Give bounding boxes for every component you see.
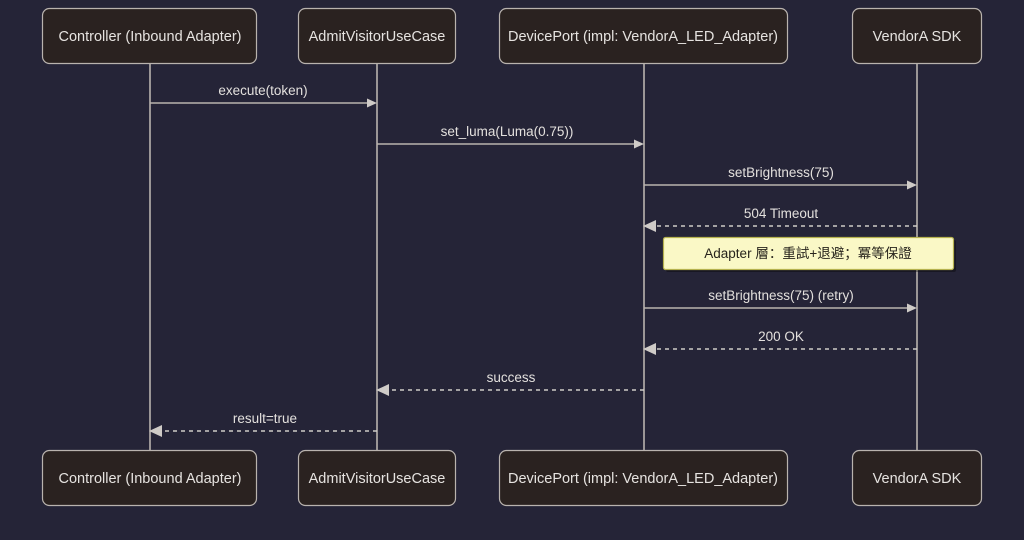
actor-footer-sdk[interactable]: VendorA SDK <box>851 449 983 507</box>
actor-label: VendorA SDK <box>873 471 962 487</box>
arrow-head-icon <box>634 139 644 149</box>
note-box <box>662 236 955 271</box>
arrow-head-icon <box>367 98 377 108</box>
actor-label: Controller (Inbound Adapter) <box>59 29 242 45</box>
arrow-head-icon <box>149 425 162 437</box>
message-set-brightness: setBrightness(75) <box>644 165 917 190</box>
actor-label: VendorA SDK <box>873 29 962 45</box>
message-label: execute(token) <box>218 83 307 98</box>
message-label: success <box>487 370 536 385</box>
arrow-head-icon <box>643 220 656 232</box>
arrow-head-icon <box>376 384 389 396</box>
message-success: success <box>376 370 644 396</box>
actor-header-deviceport[interactable]: DevicePort (impl: VendorA_LED_Adapter) <box>498 7 789 65</box>
actor-box <box>851 449 983 507</box>
message-label: setBrightness(75) <box>728 165 834 180</box>
actor-box <box>297 449 457 507</box>
arrow-head-icon <box>643 343 656 355</box>
note-label: Adapter 層：重試+退避；冪等保證 <box>704 245 912 262</box>
actor-label: AdmitVisitorUseCase <box>309 471 446 487</box>
actor-footer-usecase[interactable]: AdmitVisitorUseCase <box>297 449 457 507</box>
message-set-brightness-retry: setBrightness(75) (retry) <box>644 288 917 313</box>
actor-box <box>41 449 258 507</box>
message-set-luma: set_luma(Luma(0.75)) <box>377 124 644 149</box>
actor-label: DevicePort (impl: VendorA_LED_Adapter) <box>508 471 778 487</box>
actor-header-controller[interactable]: Controller (Inbound Adapter) <box>41 7 258 65</box>
actor-label: Controller (Inbound Adapter) <box>59 471 242 487</box>
message-504-timeout: 504 Timeout <box>643 206 917 232</box>
message-label: setBrightness(75) (retry) <box>708 288 854 303</box>
actor-label: AdmitVisitorUseCase <box>309 29 446 45</box>
message-200-ok: 200 OK <box>643 329 917 355</box>
message-result-true: result=true <box>149 411 377 437</box>
message-label: 200 OK <box>758 329 804 344</box>
actor-label: DevicePort (impl: VendorA_LED_Adapter) <box>508 29 778 45</box>
actor-box <box>498 449 789 507</box>
actor-box <box>297 7 457 65</box>
actor-box <box>41 7 258 65</box>
note-adapter-retry: Adapter 層：重試+退避；冪等保證 <box>662 236 956 272</box>
message-execute-token: execute(token) <box>150 83 377 108</box>
actor-box <box>851 7 983 65</box>
arrow-head-icon <box>907 303 917 313</box>
actor-footer-controller[interactable]: Controller (Inbound Adapter) <box>41 449 258 507</box>
actor-footer-deviceport[interactable]: DevicePort (impl: VendorA_LED_Adapter) <box>498 449 789 507</box>
actor-header-sdk[interactable]: VendorA SDK <box>851 7 983 65</box>
message-label: set_luma(Luma(0.75)) <box>441 124 574 139</box>
actor-box <box>498 7 789 65</box>
arrow-head-icon <box>907 180 917 190</box>
message-label: result=true <box>233 411 297 426</box>
actor-header-usecase[interactable]: AdmitVisitorUseCase <box>297 7 457 65</box>
message-label: 504 Timeout <box>744 206 819 221</box>
